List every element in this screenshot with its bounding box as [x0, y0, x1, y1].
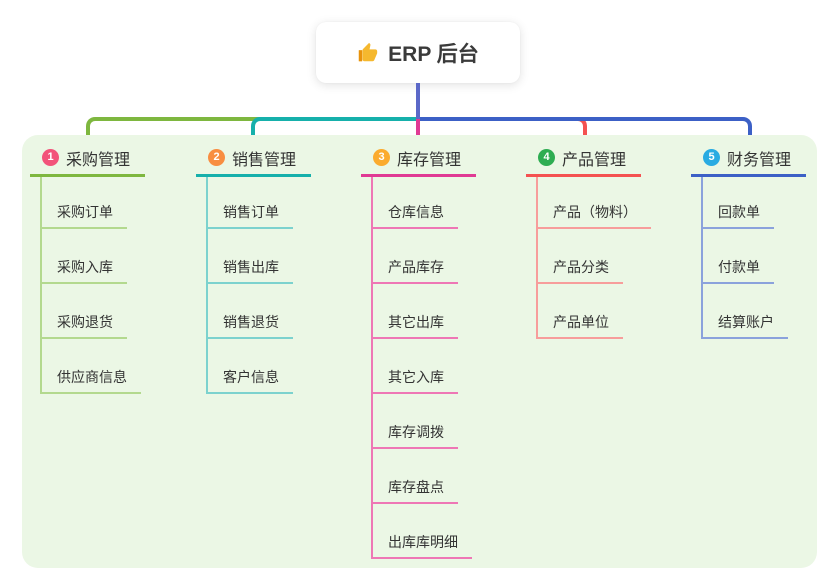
- branch-children: 仓库信息产品库存其它出库其它入库库存调拨库存盘点出库库明细: [361, 177, 511, 559]
- branch-label: 库存管理: [397, 151, 462, 169]
- child-node[interactable]: 采购退货: [40, 284, 127, 339]
- child-node[interactable]: 销售订单: [206, 177, 293, 229]
- connector-branch-2: [251, 117, 420, 147]
- child-node[interactable]: 产品（物料）: [536, 177, 651, 229]
- connector-branch-3: [416, 119, 420, 147]
- branch-header[interactable]: 4 产品管理: [526, 147, 641, 177]
- child-node[interactable]: 产品单位: [536, 284, 623, 339]
- branch-purchase: 1 采购管理 采购订单采购入库采购退货供应商信息: [30, 147, 180, 394]
- branch-children: 回款单付款单结算账户: [691, 177, 839, 339]
- child-node[interactable]: 付款单: [701, 229, 774, 284]
- branch-children: 采购订单采购入库采购退货供应商信息: [30, 177, 180, 394]
- child-node-label: 采购退货: [57, 314, 113, 330]
- child-node-label: 其它出库: [388, 314, 444, 330]
- connector-branch-5: [416, 117, 752, 147]
- child-node-label: 出库库明细: [388, 534, 458, 550]
- child-node[interactable]: 采购入库: [40, 229, 127, 284]
- branch-label: 采购管理: [66, 151, 131, 169]
- child-node[interactable]: 产品库存: [371, 229, 458, 284]
- branch-inventory: 3 库存管理 仓库信息产品库存其它出库其它入库库存调拨库存盘点出库库明细: [361, 147, 511, 559]
- branch-badge: 5: [703, 149, 720, 166]
- child-node-label: 库存调拨: [388, 424, 444, 440]
- child-node[interactable]: 采购订单: [40, 177, 127, 229]
- child-node[interactable]: 库存盘点: [371, 449, 458, 504]
- child-node[interactable]: 库存调拨: [371, 394, 458, 449]
- branch-header[interactable]: 1 采购管理: [30, 147, 145, 177]
- child-node[interactable]: 销售出库: [206, 229, 293, 284]
- branch-header[interactable]: 3 库存管理: [361, 147, 476, 177]
- root-node-label: ERP 后台: [388, 42, 479, 66]
- child-node-label: 仓库信息: [388, 204, 444, 220]
- branch-badge: 2: [208, 149, 225, 166]
- branch-badge: 1: [42, 149, 59, 166]
- child-node-label: 结算账户: [718, 314, 774, 330]
- branch-badge: 4: [538, 149, 555, 166]
- child-node[interactable]: 回款单: [701, 177, 774, 229]
- child-node[interactable]: 结算账户: [701, 284, 788, 339]
- root-node[interactable]: ERP 后台: [316, 22, 520, 83]
- branch-header[interactable]: 5 财务管理: [691, 147, 806, 177]
- child-node-label: 采购入库: [57, 259, 113, 275]
- branch-children: 销售订单销售出库销售退货客户信息: [196, 177, 346, 394]
- child-node[interactable]: 出库库明细: [371, 504, 472, 559]
- child-node-label: 销售订单: [223, 204, 279, 220]
- child-node-label: 产品单位: [553, 314, 609, 330]
- child-node-label: 产品（物料）: [553, 204, 637, 220]
- child-node-label: 产品分类: [553, 259, 609, 275]
- branch-header[interactable]: 2 销售管理: [196, 147, 311, 177]
- branch-child-connector-line: [371, 177, 373, 559]
- child-node[interactable]: 供应商信息: [40, 339, 141, 394]
- branch-product: 4 产品管理 产品（物料） 产品分类产品单位: [526, 147, 676, 339]
- child-node-label: 销售出库: [223, 259, 279, 275]
- branch-child-connector-line: [206, 177, 208, 394]
- child-node[interactable]: 其它入库: [371, 339, 458, 394]
- branch-finance: 5 财务管理 回款单付款单结算账户: [691, 147, 839, 339]
- branch-children: 产品（物料） 产品分类产品单位: [526, 177, 676, 339]
- child-node-label: 客户信息: [223, 369, 279, 385]
- branch-child-connector-line: [701, 177, 703, 339]
- child-node-label: 库存盘点: [388, 479, 444, 495]
- branch-sales: 2 销售管理 销售订单销售出库销售退货客户信息: [196, 147, 346, 394]
- child-node[interactable]: 销售退货: [206, 284, 293, 339]
- child-node-label: 采购订单: [57, 204, 113, 220]
- child-node-label: 供应商信息: [57, 369, 127, 385]
- branch-badge: 3: [373, 149, 390, 166]
- branch-child-connector-line: [536, 177, 538, 339]
- thumbs-up-icon: [359, 42, 378, 61]
- child-node[interactable]: 客户信息: [206, 339, 293, 394]
- branch-child-connector-line: [40, 177, 42, 394]
- child-node-label: 付款单: [718, 259, 760, 275]
- child-node-label: 销售退货: [223, 314, 279, 330]
- branch-label: 销售管理: [232, 151, 297, 169]
- child-node-label: 其它入库: [388, 369, 444, 385]
- branches-panel: [22, 135, 817, 568]
- child-node[interactable]: 产品分类: [536, 229, 623, 284]
- child-node[interactable]: 仓库信息: [371, 177, 458, 229]
- connector-root-drop: [416, 83, 420, 119]
- branch-label: 财务管理: [727, 151, 792, 169]
- branch-label: 产品管理: [562, 151, 627, 169]
- child-node[interactable]: 其它出库: [371, 284, 458, 339]
- child-node-label: 产品库存: [388, 259, 444, 275]
- child-node-label: 回款单: [718, 204, 760, 220]
